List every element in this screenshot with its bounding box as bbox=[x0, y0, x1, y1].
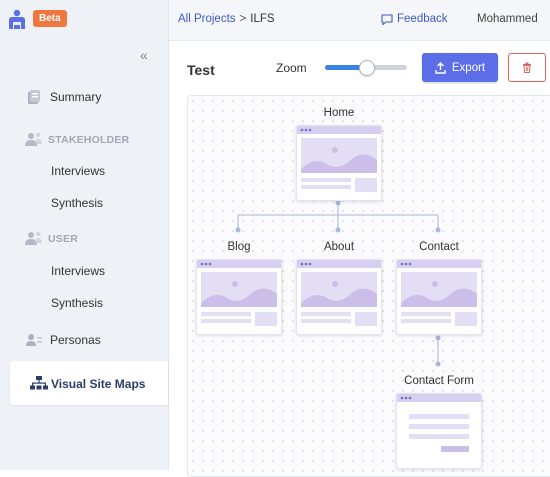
page-title: Test bbox=[187, 62, 215, 78]
sidebar: Beta « Summary STAKEHOLDER Interviews Sy… bbox=[0, 0, 169, 470]
upload-icon bbox=[435, 61, 446, 74]
breadcrumb: All Projects>ILFS bbox=[178, 13, 275, 25]
breadcrumb-all-projects-link[interactable]: All Projects bbox=[178, 13, 236, 25]
sitemap-canvas[interactable]: Home Blog bbox=[187, 95, 550, 477]
export-label: Export bbox=[451, 61, 486, 74]
user-menu[interactable]: Mohammed bbox=[477, 13, 538, 25]
sitemap-connectors bbox=[235, 200, 441, 367]
sitemap-icon bbox=[30, 376, 48, 390]
feedback-label: Feedback bbox=[397, 13, 448, 25]
page-thumbnail bbox=[296, 259, 382, 335]
sitemap-node-contact-form[interactable]: Contact Form bbox=[396, 375, 482, 469]
sidebar-item-label: Summary bbox=[50, 90, 102, 104]
form-thumbnail bbox=[396, 393, 482, 469]
breadcrumb-current: ILFS bbox=[250, 13, 275, 25]
connector-dot bbox=[435, 335, 441, 341]
connector-dot bbox=[235, 227, 241, 233]
page-wireframe-icon bbox=[297, 126, 381, 192]
page-wireframe-icon bbox=[397, 260, 481, 326]
logo-row: Beta bbox=[0, 0, 168, 40]
page-thumbnail bbox=[196, 259, 282, 335]
stakeholder-icon bbox=[25, 132, 42, 146]
zoom-label: Zoom bbox=[276, 61, 307, 75]
node-label: Contact Form bbox=[404, 375, 474, 387]
sitemap-node-blog[interactable]: Blog bbox=[196, 241, 282, 335]
zoom-slider-thumb[interactable] bbox=[359, 60, 375, 76]
sidebar-item-stakeholder-interviews[interactable]: Interviews bbox=[51, 164, 106, 178]
delete-button[interactable] bbox=[508, 53, 546, 82]
summary-icon bbox=[28, 90, 40, 104]
feedback-button[interactable]: Feedback bbox=[381, 13, 448, 25]
sidebar-item-label: Personas bbox=[50, 333, 101, 347]
page-wireframe-icon bbox=[197, 260, 281, 326]
stakeholder-heading: STAKEHOLDER bbox=[0, 130, 168, 150]
app-logo-icon bbox=[9, 9, 25, 29]
connector-dot bbox=[335, 227, 341, 233]
sidebar-item-user-synthesis[interactable]: Synthesis bbox=[51, 296, 104, 310]
sitemap-node-about[interactable]: About bbox=[296, 241, 382, 335]
section-heading-label: STAKEHOLDER bbox=[48, 134, 130, 146]
sidebar-item-stakeholder-synthesis[interactable]: Synthesis bbox=[51, 196, 104, 210]
personas-icon bbox=[26, 334, 42, 346]
beta-badge: Beta bbox=[33, 10, 67, 27]
node-label: Contact bbox=[419, 241, 459, 253]
main-panel: Test Zoom Export bbox=[169, 41, 550, 477]
zoom-slider[interactable] bbox=[325, 60, 407, 76]
connector-dot bbox=[435, 361, 441, 367]
sitemap-node-home[interactable]: Home bbox=[296, 107, 382, 201]
page-thumbnail bbox=[396, 259, 482, 335]
user-heading: USER bbox=[0, 229, 168, 249]
section-heading-label: USER bbox=[48, 233, 78, 245]
sidebar-item-user-interviews[interactable]: Interviews bbox=[51, 264, 106, 278]
collapse-sidebar-button[interactable]: « bbox=[140, 47, 148, 63]
chat-bubble-icon bbox=[381, 13, 393, 25]
node-label: Home bbox=[323, 107, 355, 119]
node-label: About bbox=[323, 241, 355, 253]
breadcrumb-separator: > bbox=[239, 13, 247, 25]
sitemap-node-contact[interactable]: Contact bbox=[396, 241, 482, 335]
connector-dot bbox=[335, 200, 341, 206]
connector-dot bbox=[435, 227, 441, 233]
sidebar-item-personas[interactable]: Personas bbox=[0, 327, 168, 353]
page-wireframe-icon bbox=[297, 260, 381, 326]
sidebar-item-visual-site-maps[interactable]: Visual Site Maps bbox=[10, 361, 168, 405]
form-wireframe-icon bbox=[397, 394, 481, 452]
sidebar-item-summary[interactable]: Summary bbox=[0, 84, 168, 110]
top-bar: All Projects>ILFS Feedback Mohammed bbox=[169, 0, 550, 41]
page-thumbnail bbox=[296, 125, 382, 201]
sidebar-item-label: Visual Site Maps bbox=[51, 377, 146, 391]
zoom-slider-fill bbox=[325, 65, 366, 70]
trash-icon bbox=[523, 62, 531, 73]
user-group-icon bbox=[25, 231, 42, 245]
node-label: Blog bbox=[227, 241, 251, 253]
export-button[interactable]: Export bbox=[422, 53, 498, 82]
